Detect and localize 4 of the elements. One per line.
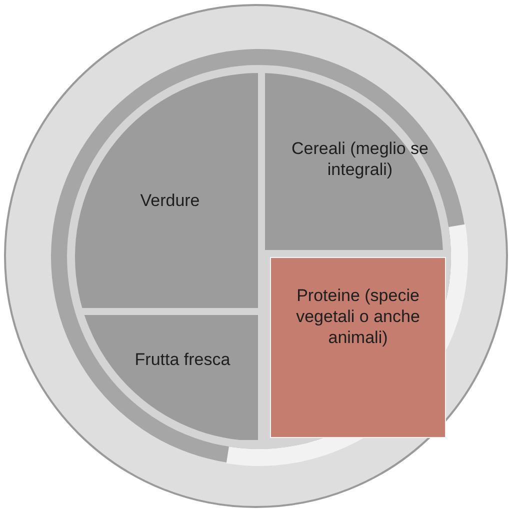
section-label: Verdure: [139, 190, 201, 211]
section-label: Cereali (meglio se integrali): [290, 138, 430, 180]
section-label: Frutta fresca: [134, 349, 232, 370]
section-label: Proteine (specie vegetali o anche animali): [295, 285, 421, 348]
